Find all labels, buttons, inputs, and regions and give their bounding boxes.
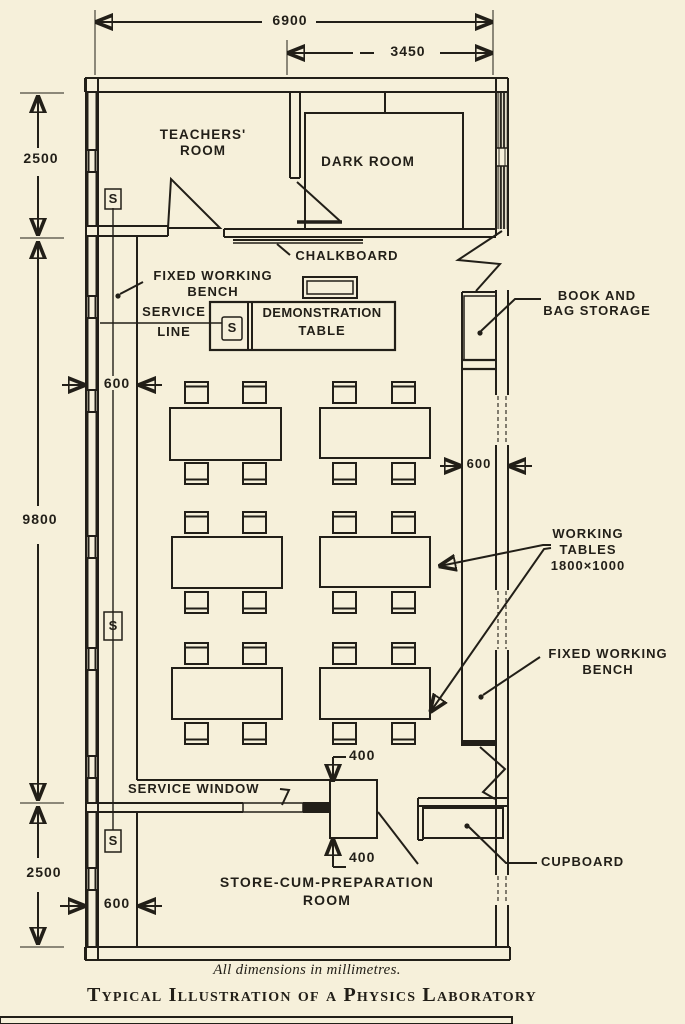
label-fixed-bench-right-1: FIXED WORKING	[548, 646, 668, 661]
dim-counter-top: 400	[348, 747, 377, 763]
label-book-bag-1: BOOK AND	[557, 288, 637, 303]
right-fixed-bench	[461, 291, 496, 746]
plan-caption: All dimensions in millimetres.	[213, 962, 401, 978]
label-demo-table-1: DEMONSTRATION	[262, 305, 382, 320]
dim-right-bench-depth: 600	[465, 456, 493, 471]
service-point-box	[104, 188, 122, 210]
dim-laboratory-length: 9800	[21, 511, 59, 527]
service-point-marker: S	[108, 833, 118, 848]
service-point-box	[103, 611, 123, 641]
service-counter	[329, 779, 378, 839]
break-line	[479, 746, 507, 800]
label-service-line-2: LINE	[157, 324, 191, 339]
room-label-teachers-2: ROOM	[180, 143, 226, 158]
label-chalkboard: CHALKBOARD	[295, 248, 399, 263]
page-title: Typical Illustration of a Physics Labora…	[87, 984, 537, 1006]
label-working-tables-2: TABLES	[559, 542, 617, 557]
service-window-hatch	[242, 802, 304, 813]
stool-squares	[184, 381, 416, 745]
service-point-box	[221, 316, 243, 341]
room-label-teachers-1: TEACHERS'	[159, 127, 247, 142]
store-room-door	[377, 811, 419, 865]
dimension-lines	[20, 10, 532, 948]
label-service-window: SERVICE WINDOW	[128, 781, 260, 796]
dark-room-door	[296, 181, 341, 222]
break-line	[455, 230, 503, 292]
interior-walls	[98, 92, 508, 865]
book-bag-storage-hatch	[463, 295, 497, 361]
label-cupboard: CUPBOARD	[541, 854, 625, 869]
room-label-dark-room: DARK ROOM	[321, 154, 415, 169]
demonstration-table	[208, 300, 397, 352]
teachers-room-door	[166, 176, 223, 229]
room-label-store-2: ROOM	[302, 892, 352, 908]
dim-store-bench-depth: 600	[102, 895, 132, 911]
scan-edge	[0, 1016, 513, 1024]
service-point-marker: S	[227, 320, 237, 335]
leader-lines	[115, 243, 552, 864]
label-demo-table-2: TABLE	[298, 323, 346, 338]
dim-store-room-depth: 2500	[25, 864, 63, 880]
label-working-tables-1: WORKING	[552, 526, 624, 541]
dim-top-rooms-depth: 2500	[22, 150, 60, 166]
dark-room-inner-wall	[304, 92, 464, 229]
dim-left-bench-depth: 600	[102, 375, 132, 391]
service-point-marker: S	[108, 191, 118, 206]
dim-counter-bottom: 400	[348, 849, 377, 865]
label-service-line-1: SERVICE	[142, 304, 206, 319]
left-wall-windows	[86, 91, 98, 948]
label-fixed-bench-left-2: BENCH	[187, 284, 239, 299]
cupboard-hatch	[422, 807, 504, 839]
label-fixed-bench-left-1: FIXED WORKING	[153, 268, 273, 283]
demo-stool	[302, 276, 358, 299]
dim-dark-room-width: 3450	[389, 43, 427, 59]
fixed-furniture	[100, 188, 507, 947]
label-book-bag-2: BAG STORAGE	[543, 303, 651, 318]
service-point-marker: S	[108, 618, 118, 633]
dim-overall-width: 6900	[271, 12, 309, 28]
label-fixed-bench-right-2: BENCH	[582, 662, 634, 677]
working-tables	[169, 407, 431, 720]
label-working-tables-3: 1800×1000	[550, 558, 626, 573]
service-point-box	[104, 829, 122, 853]
outer-walls	[84, 77, 511, 961]
left-fixed-bench	[136, 237, 330, 781]
room-label-store-1: STORE-CUM-PREPARATION	[219, 874, 435, 890]
